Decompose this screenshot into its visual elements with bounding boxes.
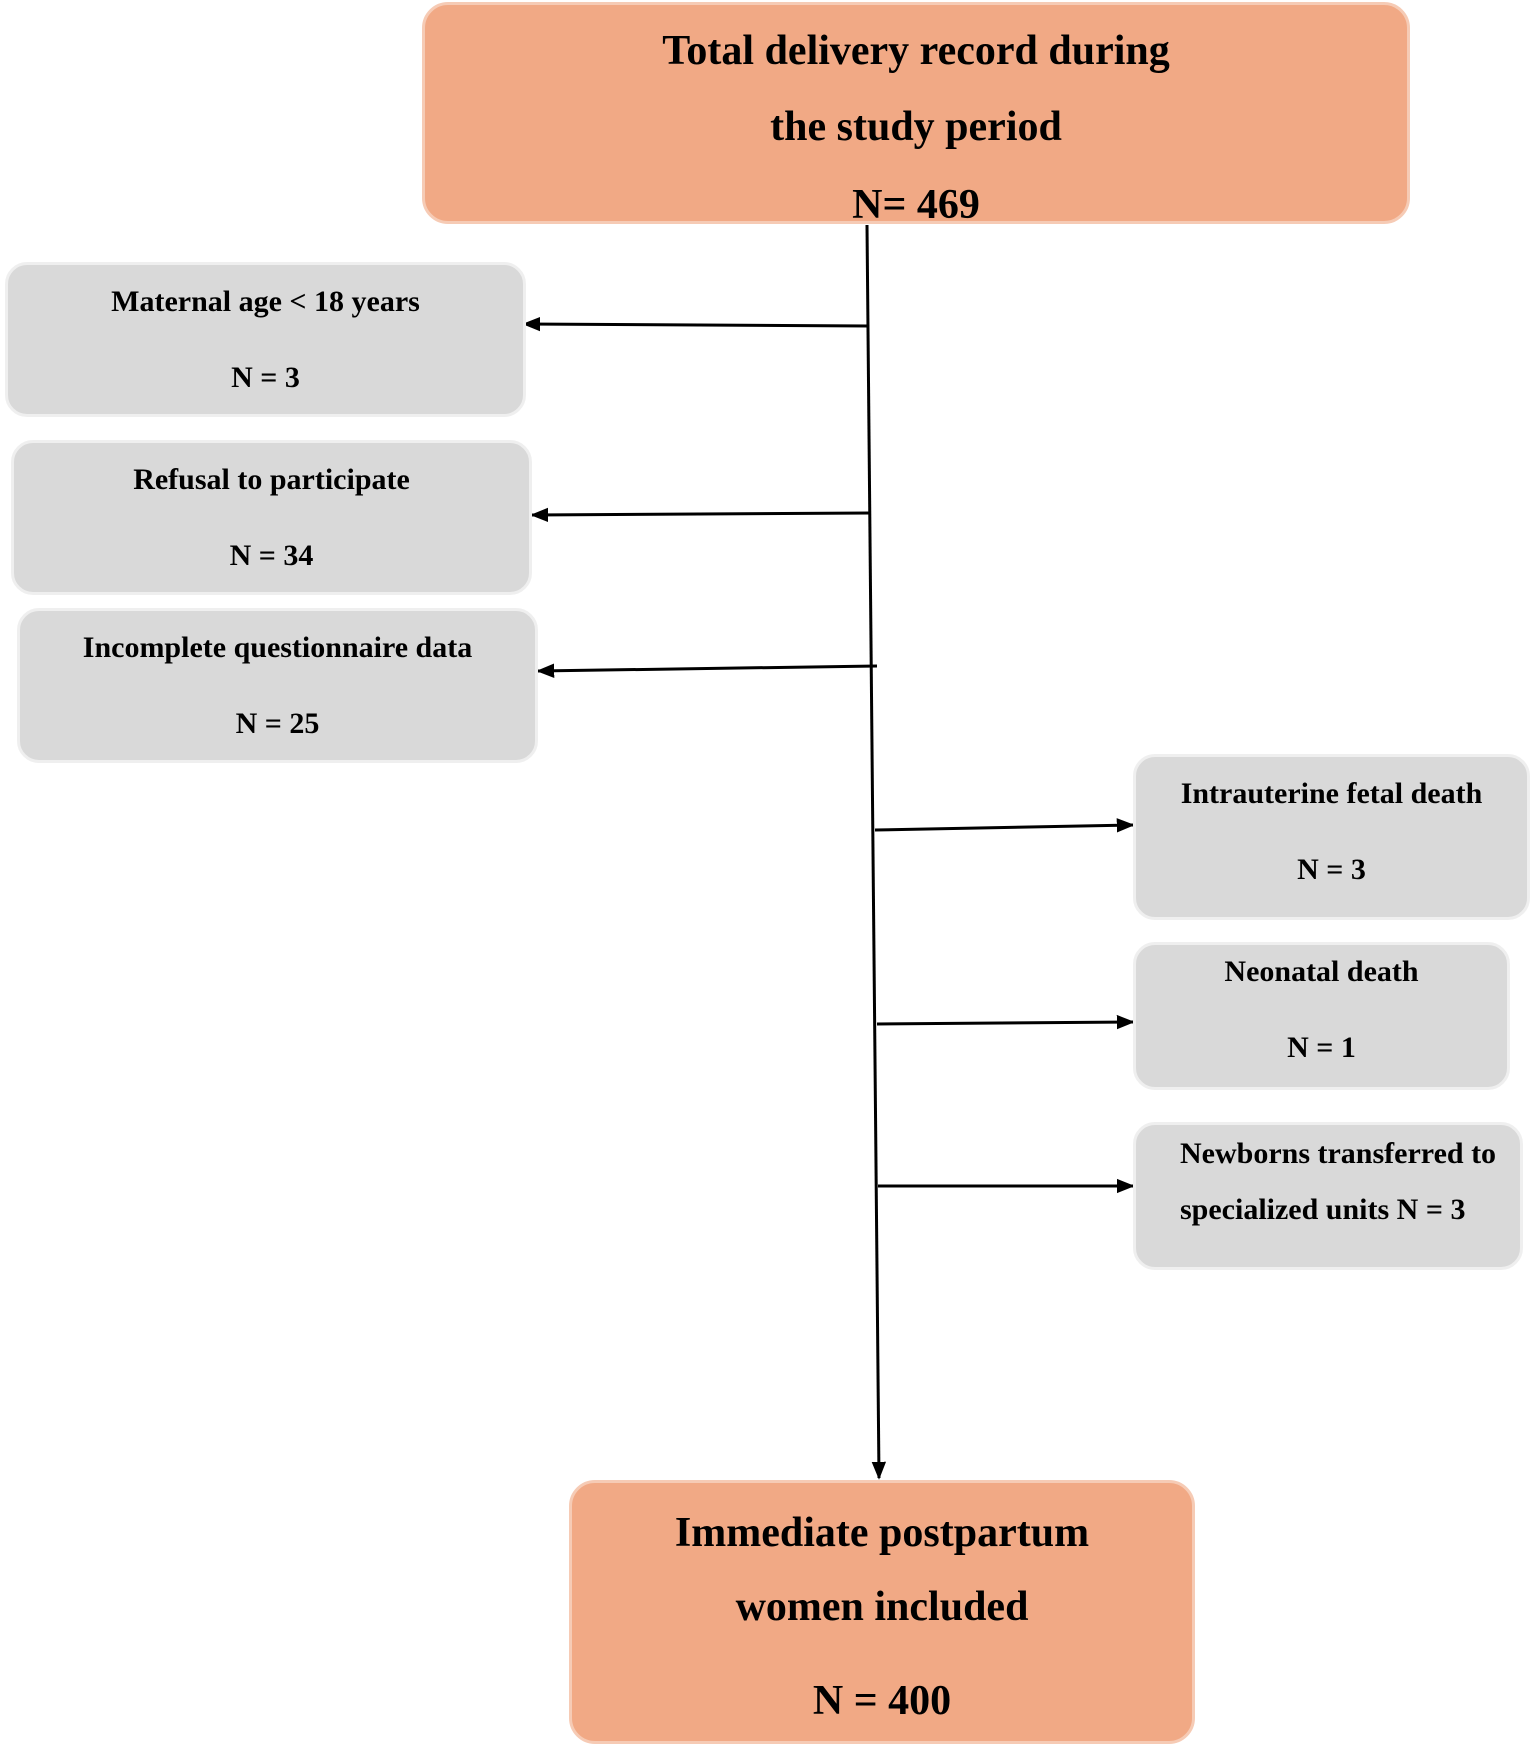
total-delivery-title-line1: Total delivery record during: [662, 28, 1170, 74]
exclusion-label: Refusal to participate: [133, 463, 410, 496]
arrow-to-neonatal-death: [876, 1014, 1135, 1030]
exclusion-label: Intrauterine fetal death: [1180, 777, 1483, 810]
exclusion-count: N = 3: [1297, 853, 1366, 886]
arrow-to-refusal: [530, 507, 872, 523]
exclusion-box-maternal-age: Maternal age < 18 years N = 3: [5, 262, 526, 417]
included-title-line2: women included: [735, 1584, 1029, 1630]
main-flow-line: [865, 224, 887, 1480]
included-title-line1: Immediate postpartum: [674, 1510, 1090, 1556]
exclusion-count: N = 3: [231, 361, 300, 394]
included-women-box: Immediate postpartum women included N = …: [569, 1480, 1195, 1744]
arrow-to-fetal-death: [874, 818, 1135, 833]
total-delivery-box: Total delivery record during the study p…: [422, 2, 1410, 228]
exclusion-label: Maternal age < 18 years: [111, 285, 420, 318]
exclusion-box-refusal: Refusal to participate N = 34: [11, 440, 532, 595]
arrow-to-maternal-age: [522, 316, 870, 332]
exclusion-count: N = 1: [1287, 1031, 1356, 1064]
exclusion-box-incomplete-data: Incomplete questionnaire data N = 25: [17, 608, 538, 763]
total-delivery-title-line2: the study period: [770, 104, 1062, 150]
exclusion-label: Newborns transferred to: [1180, 1137, 1497, 1170]
exclusion-label-continued: specialized units N = 3: [1180, 1193, 1466, 1226]
total-delivery-count: N= 469: [852, 182, 980, 228]
exclusion-box-fetal-death: Intrauterine fetal death N = 3: [1133, 754, 1530, 920]
exclusion-label: Neonatal death: [1224, 955, 1419, 988]
exclusion-count: N = 34: [229, 539, 314, 572]
exclusion-box-neonatal-death: Neonatal death N = 1: [1133, 942, 1510, 1090]
exclusion-label: Incomplete questionnaire data: [82, 631, 473, 664]
arrow-to-incomplete-data: [536, 663, 878, 678]
included-count: N = 400: [812, 1678, 952, 1724]
exclusion-count: N = 25: [235, 707, 320, 740]
exclusion-box-transferred: Newborns transferred to specialized unit…: [1133, 1122, 1523, 1270]
